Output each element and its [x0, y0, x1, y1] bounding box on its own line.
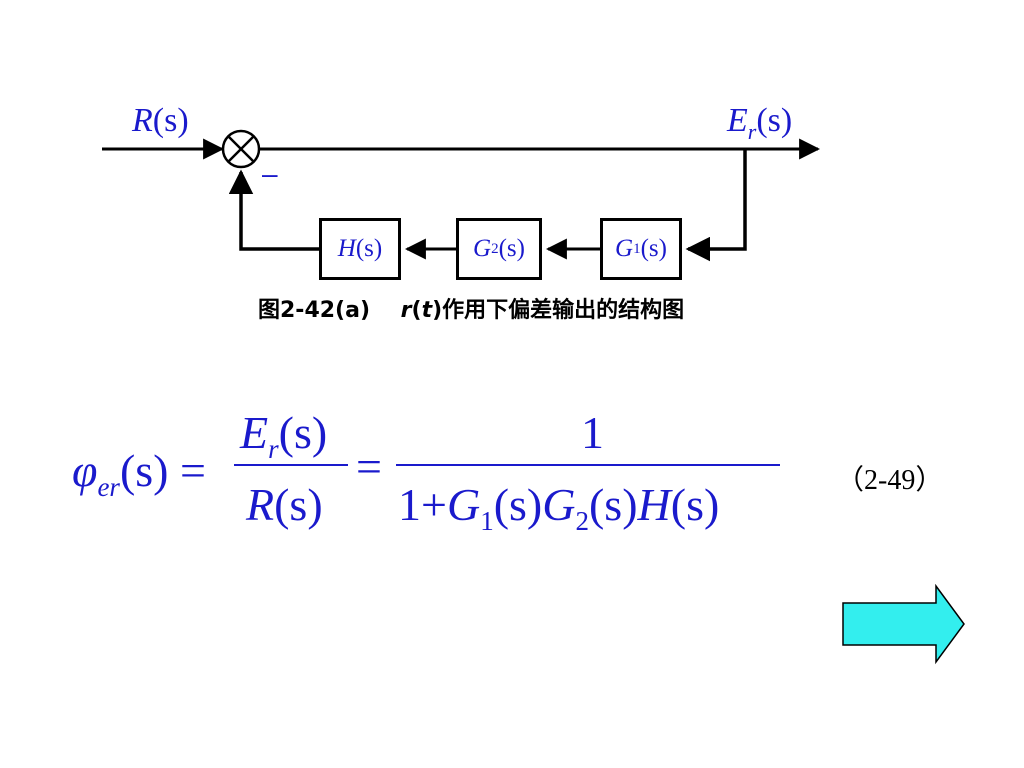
summing-junction [221, 129, 261, 169]
feedback-sign: – [262, 158, 278, 189]
caption-suffix: )作用下偏差输出的结构图 [432, 298, 685, 323]
block-g1-symbol: G [615, 235, 634, 262]
block-g1-arg: (s) [640, 235, 667, 262]
den-arg2: (s) [588, 479, 638, 530]
block-diagram [102, 129, 821, 262]
den-plus: + [421, 479, 447, 530]
block-g2-sub: 2 [491, 240, 499, 257]
frac1-num-arg: (s) [278, 407, 328, 458]
caption-prefix: 图2-42(a) [258, 298, 371, 323]
den-g2-sub: 2 [575, 506, 589, 536]
equals-sign-2: = [356, 441, 382, 492]
phi-arg: (s) [119, 445, 169, 496]
frac1-den-arg: (s) [274, 479, 323, 530]
den-h-symbol: H [637, 479, 671, 530]
figure-caption: 图2-42(a) r(t)作用下偏差输出的结构图 [258, 292, 684, 324]
block-h-symbol: H [337, 235, 356, 262]
den-arg1: (s) [493, 479, 543, 530]
feedback-takeoff-line [685, 149, 747, 262]
input-label: R(s) [132, 102, 189, 140]
caption-open: ( [411, 298, 422, 323]
output-label-symbol: E [727, 102, 748, 139]
frac2-bar [396, 464, 780, 466]
frac2-numerator: 1 [581, 407, 604, 458]
den-g1-symbol: G [446, 479, 481, 530]
caption-var-r: r [400, 298, 412, 323]
output-label-sub: r [747, 119, 757, 144]
frac1-num-sub: r [268, 434, 279, 464]
frac1-den-symbol: R [246, 479, 275, 530]
block-h-arg: (s) [355, 235, 383, 262]
input-label-arg: (s) [152, 102, 189, 139]
caption-var-t: t [421, 298, 433, 323]
output-label: Er(s) [727, 102, 792, 145]
den-g2-symbol: G [542, 479, 576, 530]
equals-sign-1: = [180, 445, 206, 496]
den-one: 1 [398, 479, 421, 530]
frac1-numerator: Er(s) [240, 406, 327, 465]
block-g1-sub: 1 [633, 240, 641, 257]
frac1-bar [234, 464, 348, 466]
phi-sub: er [97, 472, 120, 502]
block-g2-symbol: G [473, 235, 492, 262]
input-label-symbol: R [132, 102, 153, 139]
frac2-denominator: 1+G1(s)G2(s)H(s) [398, 478, 719, 537]
den-arg3: (s) [670, 479, 720, 530]
feedback-return-line [228, 169, 319, 251]
block-h: H(s) [319, 218, 401, 280]
frac1-denominator: R(s) [246, 478, 323, 531]
equation-number: （2-49） [836, 465, 944, 496]
frac1-num-symbol: E [240, 407, 269, 458]
output-label-arg: (s) [756, 102, 793, 139]
den-g1-sub: 1 [480, 506, 494, 536]
equation-lhs: φer(s) = [72, 444, 206, 503]
block-g2-arg: (s) [498, 235, 525, 262]
right-arrow-icon[interactable] [840, 584, 968, 666]
phi-symbol: φ [72, 445, 98, 496]
